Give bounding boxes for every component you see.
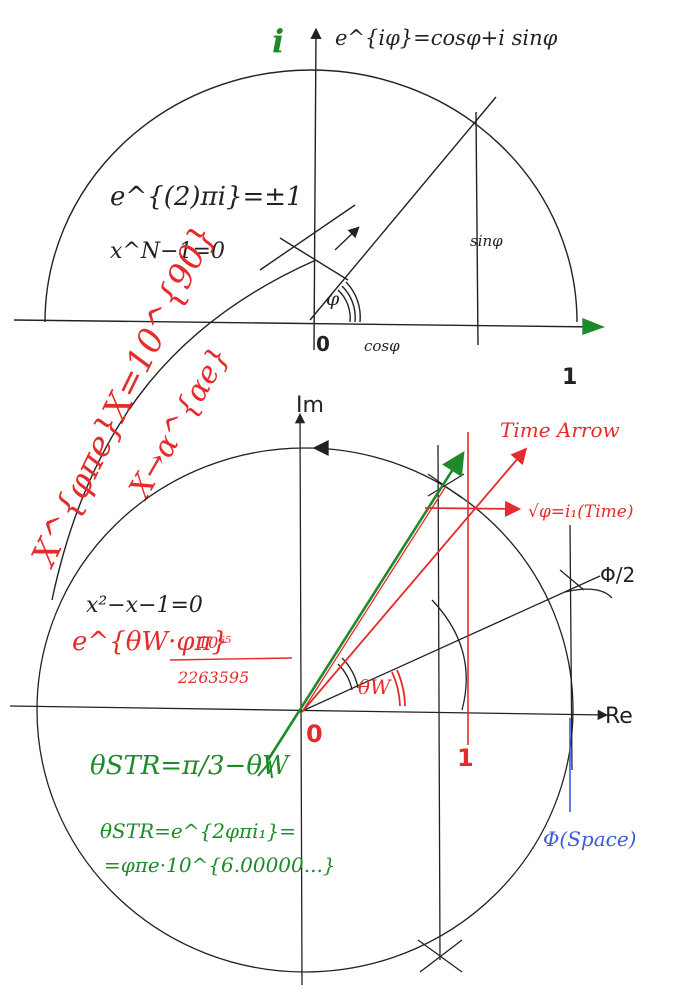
cross-tick-right-1 [559,569,585,591]
phi-space-label: Φ(Space) [543,827,636,851]
bottom-origin-label: 0 [306,720,323,748]
top-cross-line-1 [279,237,349,281]
phi-half-line [299,575,601,713]
bottom-vertical-outer [569,524,573,771]
theta-w-label: θW [358,675,392,699]
bottom-real-axis [9,705,609,721]
theta-w-arc-2 [396,669,406,707]
top-angle-arc-2 [341,285,356,323]
top-cross-line-2 [259,204,356,271]
top-radius-line [309,96,497,321]
bottom-imaginary-axis [294,412,306,986]
top-euler-formula: e^{iφ}=cosφ+i sinφ [335,26,558,50]
top-imaginary-axis [310,27,322,351]
construction-arc [431,599,467,711]
top-angle-arc-1 [337,289,351,323]
top-cos-label: cosφ [364,337,400,355]
bottom-unit-one: 1 [457,744,474,772]
time-arrow-vector [301,447,528,713]
re-axis-label: Re [605,704,633,729]
top-real-axis-arrowhead [582,317,605,335]
red-vector-to-top [301,485,447,713]
theta-str-arc-2 [341,657,359,689]
bottom-vertical-inner [437,444,441,961]
bottom-labels: Im Re Time Arrow √φ=i₁(Time) Φ/2 x²−x−1=… [72,393,636,877]
top-semicircle [44,69,578,323]
phi-half-label: Φ/2 [600,563,635,587]
fraction-bar [169,657,293,661]
green-vector [266,451,465,761]
time-arrow-label: Time Arrow [500,418,620,442]
theta-str-eq-3: =φπe·10^{6.00000...} [104,853,336,877]
curve-formulas: X^{φπe}X=10^{90} X→α^{αe} [23,219,237,575]
fraction-denominator: 2263595 [177,668,249,687]
top-unit-circle-diagram [13,27,605,601]
top-roots-of-unity: e^{(2)πi}=±1 [110,182,303,212]
sqrt-phi-label: √φ=i₁(Time) [528,502,633,522]
top-poly-n: x^N−1=0 [110,239,225,264]
bottom-circle-diagram [9,412,613,986]
bottom-unit-circle [36,447,574,973]
sqrt-phi-arrow [424,500,522,517]
top-labels: i e^{iφ}=cosφ+i sinφ e^{(2)πi}=±1 x^N−1=… [110,22,577,390]
fraction-numerator: 10⁶⁵ [198,633,232,652]
exp-theta-w: e^{θW·φπ} [72,627,228,657]
cross-tick-top-2 [427,473,465,497]
theta-str-eq-1: θSTR=π/3−θW [90,751,291,781]
spiral-arc [51,259,317,601]
top-angle-arc-3 [345,281,361,323]
top-i-label: i [272,22,284,60]
theta-w-arc-1 [391,671,401,707]
green-tail-hook [257,759,273,779]
top-real-axis [13,319,599,328]
construction-arc-right [564,588,613,599]
top-origin-label: 0 [316,332,330,356]
top-radius-arrow [334,226,360,251]
theta-str-eq-2: θSTR=e^{2φπi₁}= [100,819,296,843]
top-sin-label: sinφ [470,232,503,250]
theta-str-arc-1 [337,663,353,691]
top-sin-vertical [475,111,479,346]
golden-polynomial: x²−x−1=0 [86,593,203,618]
cross-tick-bottom-2 [419,939,463,973]
im-axis-label: Im [296,393,324,418]
bottom-colored-lines [257,432,571,812]
bottom-circle-arrowhead [312,439,329,457]
top-unit-one: 1 [562,365,577,390]
top-angle-phi: φ [326,288,340,310]
